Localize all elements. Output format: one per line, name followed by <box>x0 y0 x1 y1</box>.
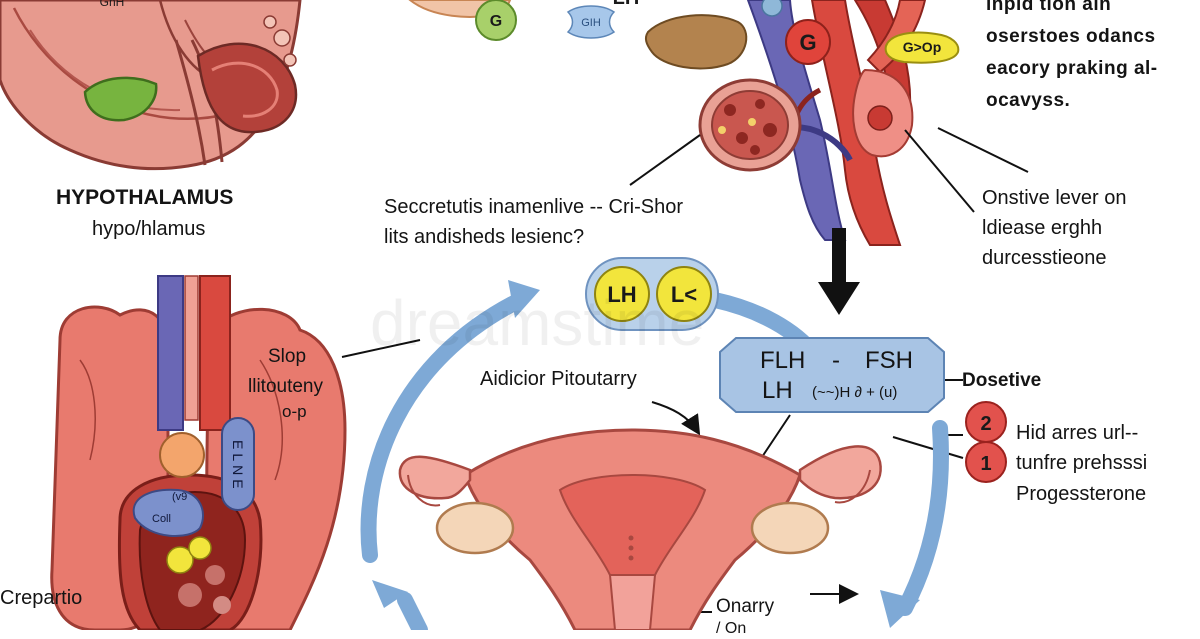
hypothalamus-title: HYPOTHALAMUS <box>56 186 234 209</box>
fsh-box <box>719 337 945 413</box>
crepartio-label: Crepartio <box>0 587 83 609</box>
uterus-illustration <box>398 428 882 630</box>
top-right-text-line-1: inpid tion ain <box>986 0 1112 15</box>
hormone-g-op-label: G>Op <box>903 39 942 55</box>
top-right-text-line-2: oserstoes odancs <box>986 26 1156 47</box>
top-hormone-circle-label: G <box>490 13 502 30</box>
fsh-box-fsh: FSH <box>865 347 913 374</box>
lh-hormone-pair <box>585 257 719 331</box>
right-note-line-3: durcesstieone <box>982 247 1107 269</box>
fsh-box-dash: - <box>832 347 840 374</box>
fsh-box-lh: LH <box>762 377 793 404</box>
top-left-hormone-label: GnH <box>100 0 125 9</box>
progesterone-label: Progessterone <box>1016 483 1147 505</box>
vertical-badge-label: ELNE <box>230 440 246 493</box>
hypothalamus-illustration <box>0 0 302 171</box>
onarry-label-line-2: / On <box>716 620 747 637</box>
follicle-cell-illustration <box>698 78 802 172</box>
right-note-line-2: ldiease erghh <box>982 217 1103 239</box>
shop-label-line-1: Slop <box>268 346 307 367</box>
watermark: dreamstime <box>370 287 704 359</box>
top-hormone-pill-label: LH <box>613 0 640 9</box>
hormone-g-label: G <box>799 30 816 55</box>
pituitary-label: Aidicior Pitoutarry <box>480 368 637 390</box>
cell-label-v9: (v9 <box>172 491 187 503</box>
secretion-question-line-1: Seccretutis inamenlive -- Cri-Shor <box>384 196 683 218</box>
hormone-lh-right-label: L< <box>671 282 697 307</box>
organ-illustration-bottom-left <box>50 275 347 630</box>
shop-label-line-2: llitouteny <box>248 376 323 397</box>
top-center-hormones <box>408 0 748 70</box>
hormone-lh-left-label: LH <box>607 282 636 307</box>
secretion-question-line-2: lits andisheds lesienc? <box>384 226 585 248</box>
fsh-box-flh: FLH <box>760 347 805 374</box>
onarry-label-line-1: Onarry <box>716 596 775 617</box>
badge-2-number: 2 <box>980 413 991 435</box>
shop-label-line-3: o-p <box>282 402 307 421</box>
badge-1-number: 1 <box>980 453 991 475</box>
fsh-box-symbols: (~~)H ∂ + (u) <box>812 384 897 401</box>
dosetive-label: Dosetive <box>962 370 1042 391</box>
right-note-line-1: Onstive lever on <box>982 187 1127 209</box>
top-right-text-line-4: ocavyss. <box>986 90 1071 111</box>
badge-2-text: Hid arres url-- <box>1016 422 1139 444</box>
down-arrow <box>818 228 860 315</box>
hypothalamus-subtitle: hypo/hlamus <box>92 218 206 240</box>
numbered-badges <box>965 401 1007 483</box>
top-right-text-line-3: eacory praking al- <box>986 58 1158 79</box>
top-hormone-capsule-label: GIH <box>581 17 601 29</box>
badge-1-text: tunfre prehsssi <box>1016 452 1148 474</box>
vessel-bundle-top-right <box>746 0 960 246</box>
cell-label-coll: Coll <box>152 513 171 525</box>
cycle-arrowheads <box>372 280 920 628</box>
